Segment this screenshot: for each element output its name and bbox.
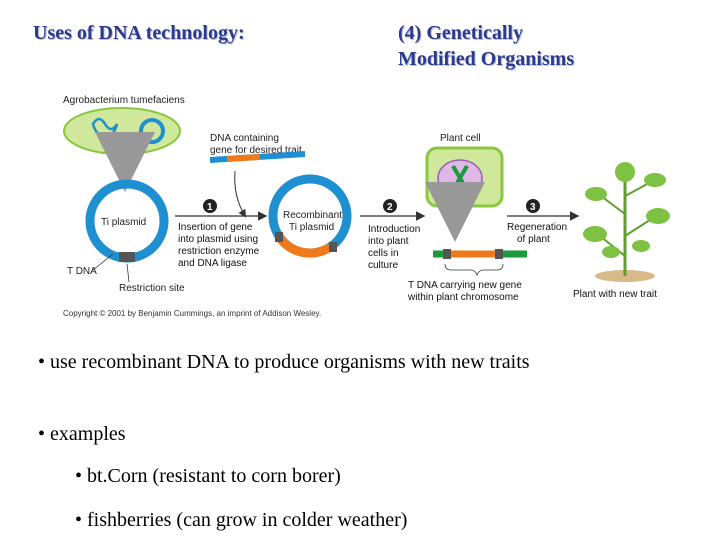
- tdna-carrying-label-1: T DNA carrying new gene: [408, 280, 522, 291]
- step-3-number: 3: [530, 202, 536, 213]
- integration-junction-left: [443, 249, 451, 259]
- agrobacterium-label: Agrobacterium tumefaciens: [63, 95, 185, 106]
- inserted-gene-arc: [280, 238, 330, 253]
- bullet-examples: • examples: [38, 420, 126, 449]
- slide-title-right-line2: Modified Organisms: [398, 46, 574, 72]
- t-dna-bracket: [445, 264, 503, 275]
- transgenic-plant-illustration: [583, 162, 670, 282]
- insertion-label-1: Insertion of gene: [178, 222, 253, 233]
- bullet-recombinant-dna: • use recombinant DNA to produce organis…: [38, 348, 658, 377]
- t-dna-pointer: [93, 254, 113, 270]
- arrow-gene-to-plasmid: [235, 171, 245, 216]
- ti-plasmid-label: Ti plasmid: [101, 217, 146, 228]
- step-2-number: 2: [387, 202, 393, 213]
- donor-gene-segment: [227, 157, 260, 159]
- regeneration-label-1: Regeneration: [507, 222, 567, 233]
- recombinant-label-2: Ti plasmid: [289, 222, 334, 233]
- tdna-carrying-label-2: within plant chromosome: [407, 292, 519, 303]
- intro-label-1: Introduction: [368, 224, 420, 235]
- intro-label-3: cells in: [368, 248, 399, 259]
- intro-label-4: culture: [368, 260, 398, 271]
- gmo-process-diagram: Agrobacterium tumefaciens Ti plasmid T D…: [55, 86, 685, 326]
- plant-new-trait-label: Plant with new trait: [573, 289, 657, 300]
- sub-bullet-bt-corn: • bt.Corn (resistant to corn borer): [75, 462, 341, 491]
- regeneration-label-2: of plant: [517, 234, 550, 245]
- insertion-label-3: restriction enzyme: [178, 246, 260, 257]
- plant-cell-label: Plant cell: [440, 133, 481, 144]
- insertion-label-4: and DNA ligase: [178, 258, 247, 269]
- insertion-junction-right: [329, 242, 337, 252]
- step-1-number: 1: [207, 202, 213, 213]
- slide-title-left: Uses of DNA technology:: [33, 20, 245, 46]
- slide-title-right-line1: (4) Genetically: [398, 20, 574, 46]
- integration-junction-right: [495, 249, 503, 259]
- intro-label-2: into plant: [368, 236, 409, 247]
- restriction-site-mark: [119, 252, 135, 262]
- restriction-site-label: Restriction site: [119, 283, 185, 294]
- t-dna-label: T DNA: [67, 266, 97, 277]
- copyright-notice: Copyright © 2001 by Benjamin Cummings, a…: [63, 309, 321, 318]
- insertion-label-2: into plasmid using: [178, 234, 258, 245]
- insertion-junction-left: [275, 232, 283, 242]
- dna-containing-label-1: DNA containing: [210, 133, 279, 144]
- sub-bullet-fishberries: • fishberries (can grow in colder weathe…: [75, 506, 407, 535]
- restriction-site-pointer: [127, 264, 129, 282]
- slide-title-right: (4) Genetically Modified Organisms: [398, 20, 574, 72]
- recombinant-label-1: Recombinant: [283, 210, 342, 221]
